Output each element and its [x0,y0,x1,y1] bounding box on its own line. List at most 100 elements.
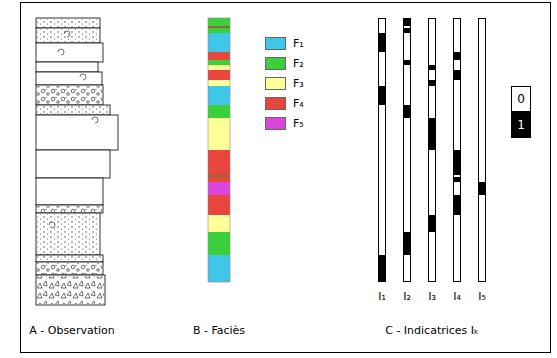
facies-band [208,177,230,182]
bar-label: I₅ [478,290,486,303]
indicator-on [378,86,386,105]
rock-texture [37,263,102,274]
facies-band [208,70,230,80]
rock-layer [36,213,100,255]
indicator-on [453,177,461,182]
rock-texture [37,214,99,254]
rock-layer [36,205,103,213]
facies-band [208,28,230,33]
panel-caption: C - Indicatrices Iₖ [385,324,479,337]
indicator-on [428,80,436,86]
legend-swatch: 1 [511,112,531,138]
indicator-outline [454,19,461,282]
rock-texture [37,256,102,261]
indicator-bars [378,18,486,282]
indicator-outline [429,19,436,282]
facies-band [208,105,230,118]
indicator-on [378,33,386,52]
rock-layer [36,150,110,178]
facies-band [208,65,230,70]
indicator-on [403,105,411,118]
indicator-on [453,195,461,215]
facies-band [208,26,230,28]
rock-layer [36,275,105,305]
legend-label: 0 [512,87,530,106]
facies-band [208,182,230,195]
rock-layer [36,178,103,205]
fossil-mark [49,222,55,228]
rock-layer [36,105,110,115]
legend-swatch: 0 [511,86,531,112]
rock-texture [37,276,104,304]
indicator-bar [453,19,461,282]
indicator-bar [403,18,411,282]
bar-label: I₂ [403,290,411,303]
facies-band [208,18,230,26]
bar-label: I₄ [453,290,461,303]
fossil-mark [64,31,70,37]
indicator-on [453,70,461,80]
panel-caption: B - Faciès [193,324,245,337]
indicator-outline [479,19,486,282]
fossil-mark [92,117,98,123]
facies-band [208,255,230,282]
rock-layer [36,62,98,72]
rock-texture [37,106,109,114]
lithology-log [36,18,118,305]
rock-texture [37,19,99,27]
fossil-mark [80,74,86,80]
rock-layer [36,262,103,275]
indicator-on [428,65,436,70]
indicator-on [453,150,461,175]
facies-band [208,232,230,255]
indicator-outline [404,19,411,282]
facies-band [208,86,230,105]
rock-layer [36,115,118,150]
indicator-on [478,182,486,195]
indicator-on [403,28,411,33]
facies-band [208,80,230,86]
legend-label: F₂ [293,57,304,70]
indicator-bar [478,19,486,282]
facies-band [208,52,230,60]
rock-layer [36,72,102,85]
indicator-on [428,215,436,222]
legend-label: F₅ [293,117,304,130]
rock-layer [36,255,103,262]
legend-label: 1 [512,113,530,132]
indicator-on [453,52,461,60]
facies-band [208,150,230,175]
indicator-on [378,255,386,282]
facies-band [208,118,230,150]
panel-caption: A - Observation [29,324,114,337]
facies-band [208,222,230,232]
facies-band [208,195,230,215]
indicator-on [403,232,411,255]
fossil-mark [58,49,64,55]
rock-layer [36,85,103,105]
indicator-bar [378,19,386,283]
rock-texture [37,86,102,104]
frame [21,3,551,353]
facies-column [208,18,230,282]
indicator-on [428,118,436,150]
legend-swatch [265,97,286,110]
indicator-outline [379,19,386,282]
bar-label: I₁ [378,290,386,303]
indicator-on [403,18,411,26]
facies-outline [208,18,230,282]
bar-label: I₃ [428,290,436,303]
legend-label: F₄ [293,97,304,110]
rock-texture [37,206,102,212]
facies-band [208,60,230,65]
legend-swatch [265,77,286,90]
facies-band [208,33,230,52]
facies-band [208,215,230,222]
legend-label: F₁ [293,37,304,50]
indicator-on [428,222,436,232]
legend-swatch [265,57,286,70]
rock-layer [36,18,100,28]
facies-band [208,175,230,177]
rock-texture [37,29,99,42]
